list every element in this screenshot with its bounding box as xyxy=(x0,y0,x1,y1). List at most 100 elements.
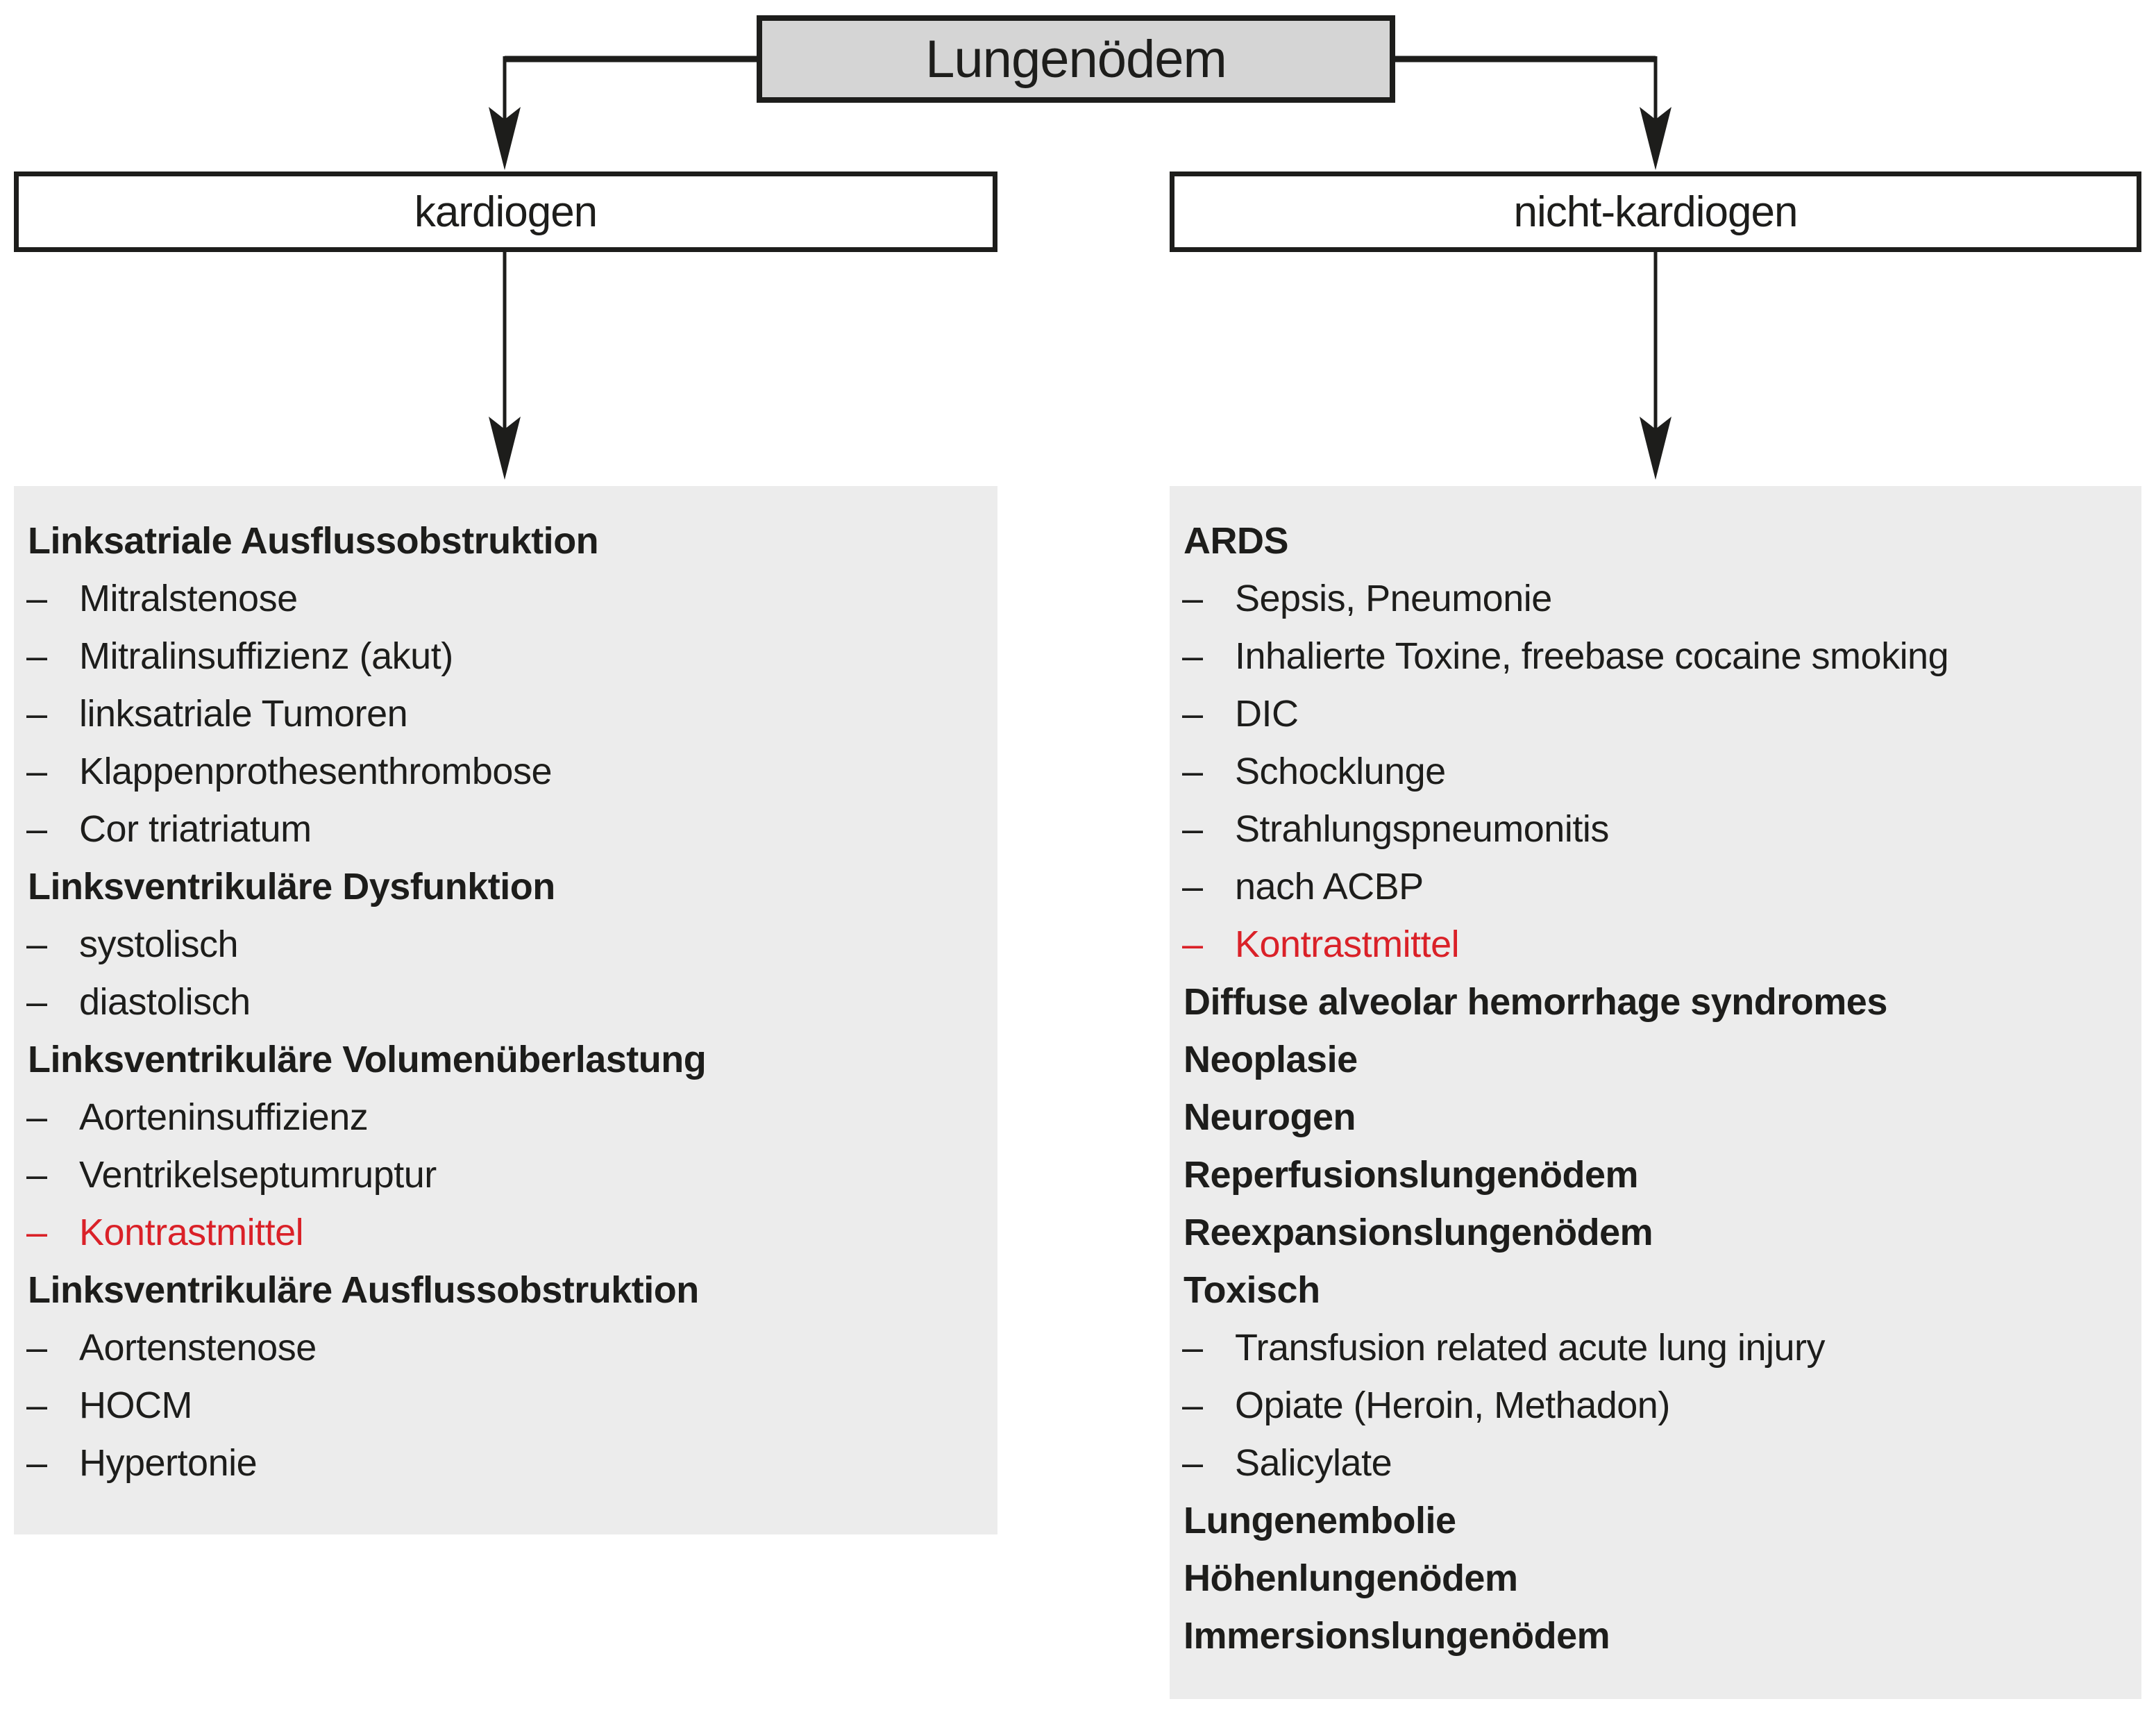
arrow-down-icon xyxy=(489,107,521,170)
dash-bullet: – xyxy=(26,1327,47,1369)
item-label: diastolisch xyxy=(79,981,251,1023)
item-label: Opiate (Heroin, Methadon) xyxy=(1235,1384,1670,1426)
dash-bullet: – xyxy=(1182,751,1203,792)
category-heading: Lungenembolie xyxy=(1170,1492,2141,1550)
category-heading: Linksventrikuläre Volumenüberlastung xyxy=(14,1031,997,1089)
dash-bullet: – xyxy=(26,1442,47,1484)
category-heading: Linksventrikuläre Dysfunktion xyxy=(14,858,997,916)
dash-bullet: – xyxy=(26,1384,47,1426)
category-heading: Linksventrikuläre Ausflussobstruktion xyxy=(14,1262,997,1319)
item-label: nach ACBP xyxy=(1235,866,1424,907)
item-label: HOCM xyxy=(79,1384,192,1426)
category-heading: Linksatriale Ausflussobstruktion xyxy=(14,512,997,570)
item-label: Mitralstenose xyxy=(79,578,298,619)
panel-nicht-kardiogen-causes: ARDS–Sepsis, Pneumonie–Inhalierte Toxine… xyxy=(1170,486,2141,1699)
item-label: Kontrastmittel xyxy=(79,1212,304,1253)
item-label: Reperfusionslungenödem xyxy=(1184,1154,1639,1196)
dash-bullet: – xyxy=(26,981,47,1023)
cause-item: –Mitralinsuffizienz (akut) xyxy=(14,628,997,685)
item-label: Aortenstenose xyxy=(79,1327,317,1369)
category-heading: Diffuse alveolar hemorrhage syndromes xyxy=(1170,973,2141,1031)
item-label: Aorteninsuffizienz xyxy=(79,1096,369,1138)
root-node-lungenoedem: Lungenödem xyxy=(757,15,1395,103)
dash-bullet: – xyxy=(1182,866,1203,907)
dash-bullet: – xyxy=(1182,693,1203,735)
item-label: Reexpansionslungenödem xyxy=(1184,1212,1653,1253)
connector-kardiogen-to-panel xyxy=(489,252,521,480)
cause-item: –HOCM xyxy=(14,1377,997,1434)
dash-bullet: – xyxy=(26,923,47,965)
panel-kardiogen-causes: Linksatriale Ausflussobstruktion–Mitrals… xyxy=(14,486,997,1534)
cause-item: –DIC xyxy=(1170,685,2141,743)
item-label: Linksventrikuläre Ausflussobstruktion xyxy=(28,1269,699,1311)
item-label: Mitralinsuffizienz (akut) xyxy=(79,635,453,677)
cause-item: –Aorteninsuffizienz xyxy=(14,1089,997,1146)
dash-bullet: – xyxy=(26,578,47,619)
item-label: Sepsis, Pneumonie xyxy=(1235,578,1552,619)
item-label: DIC xyxy=(1235,693,1299,735)
dash-bullet: – xyxy=(26,1212,47,1253)
item-label: Immersionslungenödem xyxy=(1184,1615,1610,1657)
item-label: ARDS xyxy=(1184,520,1289,562)
cause-item: –Aortenstenose xyxy=(14,1319,997,1377)
item-label: Kontrastmittel xyxy=(1235,923,1460,965)
arrow-down-icon xyxy=(489,417,521,480)
item-label: Klappenprothesenthrombose xyxy=(79,751,552,792)
item-label: Neurogen xyxy=(1184,1096,1356,1138)
item-label: Lungenembolie xyxy=(1184,1500,1456,1541)
cause-item: –systolisch xyxy=(14,916,997,973)
connector-root-to-kardiogen xyxy=(489,56,759,170)
branch-node-nicht-kardiogen: nicht-kardiogen xyxy=(1170,172,2141,252)
dash-bullet: – xyxy=(1182,923,1203,965)
cause-item: –Kontrastmittel xyxy=(1170,916,2141,973)
cause-item: –Salicylate xyxy=(1170,1434,2141,1492)
dash-bullet: – xyxy=(1182,1384,1203,1426)
item-label: systolisch xyxy=(79,923,239,965)
item-label: Höhenlungenödem xyxy=(1184,1557,1518,1599)
item-label: Hypertonie xyxy=(79,1442,258,1484)
item-label: Neoplasie xyxy=(1184,1039,1358,1080)
item-label: Toxisch xyxy=(1184,1269,1320,1311)
branch-node-kardiogen: kardiogen xyxy=(14,172,997,252)
cause-item: –Schocklunge xyxy=(1170,743,2141,801)
cause-item: –Ventrikelseptumruptur xyxy=(14,1146,997,1204)
item-label: Diffuse alveolar hemorrhage syndromes xyxy=(1184,981,1887,1023)
item-label: Cor triatriatum xyxy=(79,808,312,850)
connector-nicht-kardiogen-to-panel xyxy=(1640,252,1671,480)
category-heading: Höhenlungenödem xyxy=(1170,1550,2141,1607)
item-label: Linksatriale Ausflussobstruktion xyxy=(28,520,599,562)
dash-bullet: – xyxy=(1182,1442,1203,1484)
item-label: Strahlungspneumonitis xyxy=(1235,808,1609,850)
dash-bullet: – xyxy=(1182,578,1203,619)
item-label: Ventrikelseptumruptur xyxy=(79,1154,437,1196)
item-label: Linksventrikuläre Dysfunktion xyxy=(28,866,555,907)
cause-item: –nach ACBP xyxy=(1170,858,2141,916)
cause-item: –Strahlungspneumonitis xyxy=(1170,801,2141,858)
cause-item: –Sepsis, Pneumonie xyxy=(1170,570,2141,628)
dash-bullet: – xyxy=(1182,635,1203,677)
cause-item: –linksatriale Tumoren xyxy=(14,685,997,743)
item-label: Salicylate xyxy=(1235,1442,1392,1484)
arrow-down-icon xyxy=(1640,107,1671,170)
connector-root-to-nicht-kardiogen xyxy=(1392,56,1671,170)
item-label: Inhalierte Toxine, freebase cocaine smok… xyxy=(1235,635,1949,677)
cause-item: –Kontrastmittel xyxy=(14,1204,997,1262)
branch-node-label: kardiogen xyxy=(414,187,598,236)
category-heading: Reexpansionslungenödem xyxy=(1170,1204,2141,1262)
category-heading: Reperfusionslungenödem xyxy=(1170,1146,2141,1204)
cause-item: –diastolisch xyxy=(14,973,997,1031)
cause-item: –Hypertonie xyxy=(14,1434,997,1492)
category-heading: Neurogen xyxy=(1170,1089,2141,1146)
item-label: Linksventrikuläre Volumenüberlastung xyxy=(28,1039,707,1080)
category-heading: Neoplasie xyxy=(1170,1031,2141,1089)
category-heading: Toxisch xyxy=(1170,1262,2141,1319)
dash-bullet: – xyxy=(26,1154,47,1196)
cause-item: –Mitralstenose xyxy=(14,570,997,628)
dash-bullet: – xyxy=(26,808,47,850)
root-node-label: Lungenödem xyxy=(925,29,1227,89)
cause-item: –Transfusion related acute lung injury xyxy=(1170,1319,2141,1377)
cause-item: –Opiate (Heroin, Methadon) xyxy=(1170,1377,2141,1434)
category-heading: Immersionslungenödem xyxy=(1170,1607,2141,1665)
